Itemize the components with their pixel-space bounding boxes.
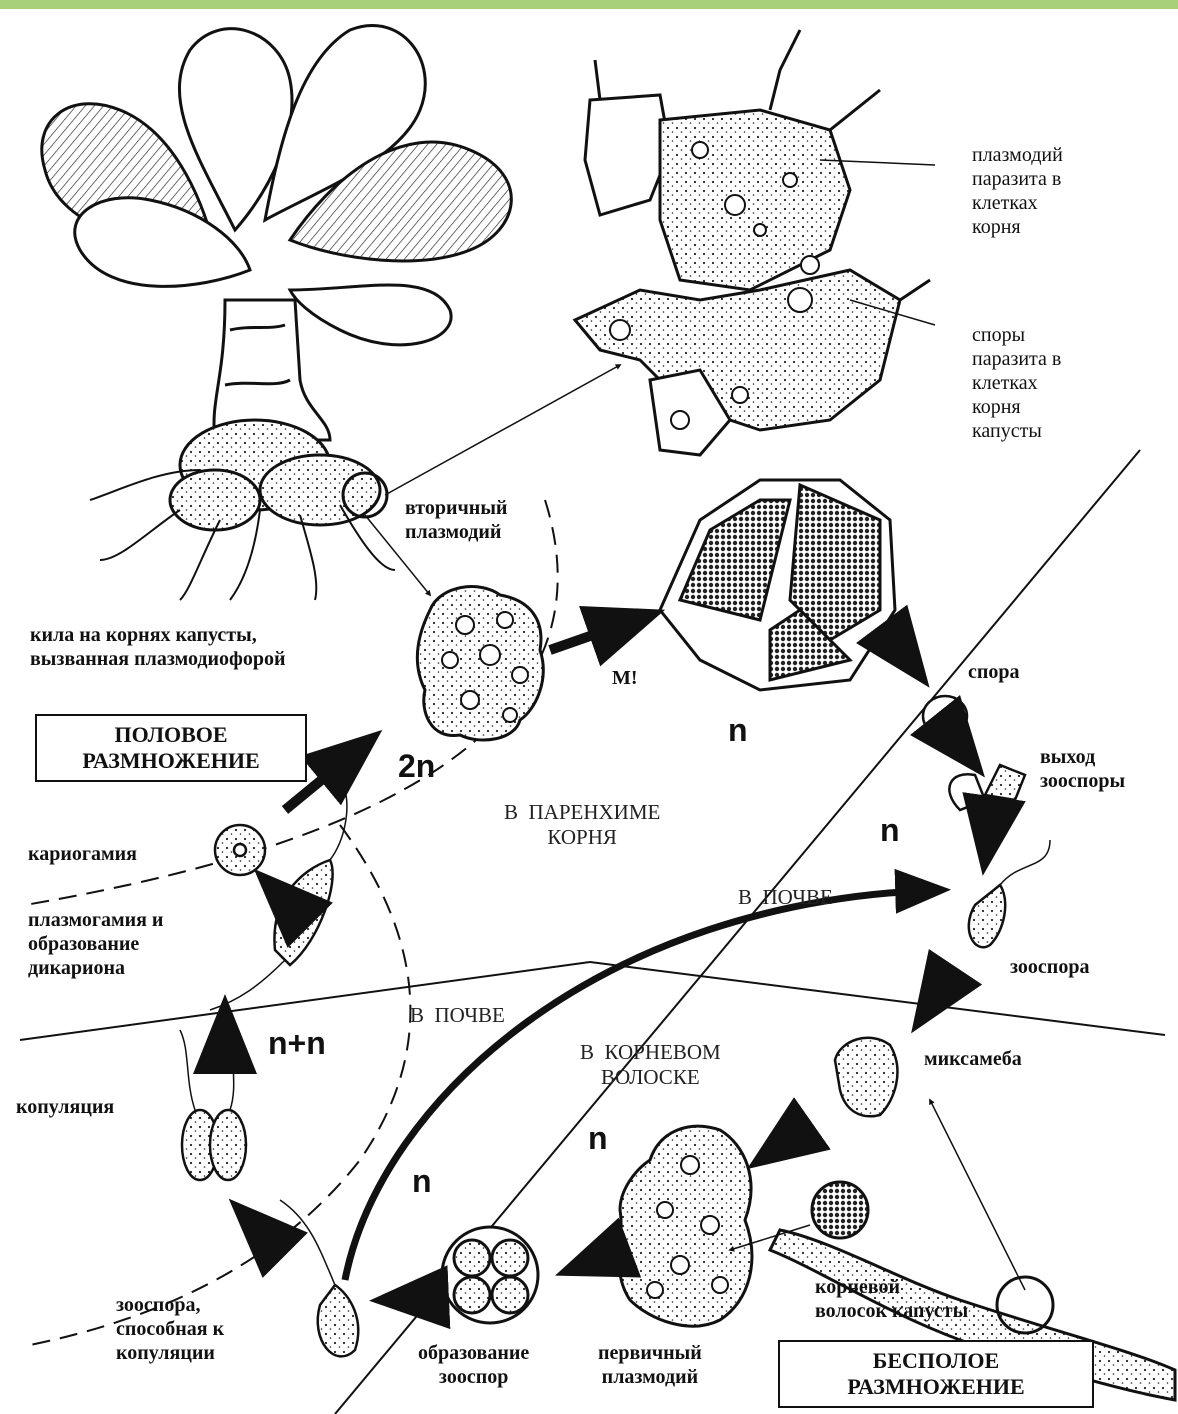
label-zoospore-copulating: зооспора, способная к копуляции bbox=[116, 1293, 224, 1365]
label-copulation: копуляция bbox=[16, 1095, 114, 1119]
label-karyogamy: кариогамия bbox=[28, 842, 137, 866]
primary-plasmodium bbox=[619, 1126, 752, 1326]
zone-in-soil-right: В ПОЧВЕ bbox=[738, 885, 833, 910]
label-meiosis: М! bbox=[612, 666, 638, 690]
label-spore: спора bbox=[968, 660, 1020, 684]
zone-root-parenchyma: В ПАРЕНХИМЕ КОРНЯ bbox=[504, 800, 660, 850]
karyogamy-cell bbox=[215, 825, 265, 875]
label-plasmodium-in-cells: плазмодий паразита в клетках корня bbox=[972, 143, 1063, 239]
box-asexual-reproduction: БЕСПОЛОЕ РАЗМНОЖЕНИЕ bbox=[778, 1340, 1094, 1408]
secondary-plasmodium bbox=[417, 587, 543, 740]
label-clubroot: кила на корнях капусты, вызванная плазмо… bbox=[30, 623, 286, 671]
zone-in-root-hair: В КОРНЕВОМ ВОЛОСКЕ bbox=[580, 1040, 721, 1090]
root-cells-plasmodium bbox=[575, 30, 935, 455]
cycle-arrows bbox=[225, 615, 990, 1300]
label-zoospore-exit: выход зооспоры bbox=[1040, 745, 1125, 793]
copulating-gametes bbox=[180, 1030, 246, 1180]
label-zoospore: зооспора bbox=[1010, 955, 1089, 979]
box-sexual-reproduction: ПОЛОВОЕ РАЗМНОЖЕНИЕ bbox=[35, 714, 307, 782]
dikaryon-cell bbox=[210, 790, 347, 1010]
spore-filled-cells bbox=[660, 480, 895, 690]
label-myxamoeba: миксамеба bbox=[924, 1047, 1022, 1071]
label-secondary-plasmodium: вторичный плазмодий bbox=[405, 496, 507, 544]
ploidy-haploid-top: n bbox=[728, 712, 748, 749]
label-root-hair: корневой волосок капусты bbox=[815, 1275, 968, 1323]
spore-stages bbox=[923, 696, 1050, 947]
label-spores-in-cells: споры паразита в клетках корня капусты bbox=[972, 323, 1061, 443]
ploidy-diploid: 2n bbox=[398, 748, 435, 785]
ploidy-haploid-left: n bbox=[412, 1163, 432, 1200]
label-zoospore-formation: образование зооспор bbox=[418, 1341, 529, 1389]
ploidy-dikaryon: n+n bbox=[268, 1025, 326, 1062]
zoosporangium bbox=[442, 1227, 538, 1323]
label-primary-plasmodium: первичный плазмодий bbox=[598, 1341, 702, 1389]
zone-in-soil-left: В ПОЧВЕ bbox=[410, 1003, 505, 1028]
myxamoeba bbox=[835, 1038, 897, 1116]
ploidy-haploid-mid: n bbox=[588, 1120, 608, 1157]
label-plasmogamy: плазмогамия и образование дикариона bbox=[28, 908, 163, 980]
pointer-line bbox=[385, 365, 620, 495]
ploidy-haploid-right: n bbox=[880, 812, 900, 849]
